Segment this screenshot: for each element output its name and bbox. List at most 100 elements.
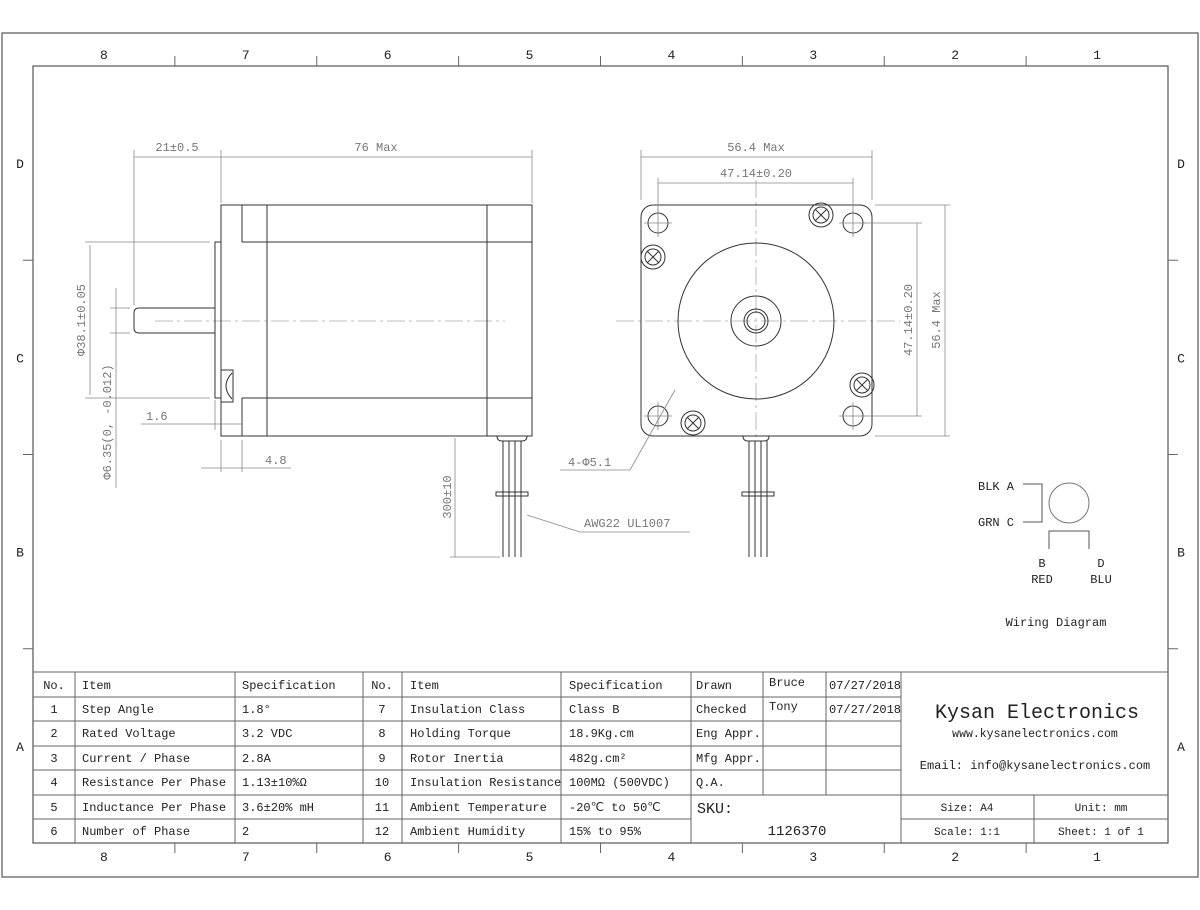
zone-row-label: D: [16, 157, 24, 172]
dim-hole-spacing-horizontal: 47.14±0.20: [720, 167, 792, 181]
dim-pilot-diameter: Φ38.1±0.05: [75, 284, 89, 356]
row-item: Insulation Class: [410, 703, 525, 717]
row-number: 1: [50, 703, 57, 717]
screw: [680, 410, 706, 436]
row-specification: 482g.cm²: [569, 752, 627, 766]
row-item: Holding Torque: [410, 727, 511, 741]
row-specification: 2.8A: [242, 752, 272, 766]
screw: [640, 244, 666, 270]
zone-row-label: A: [16, 740, 24, 755]
wire-d: D: [1097, 557, 1104, 571]
dim-hole-spacing-vertical: 47.14±0.20: [902, 284, 916, 356]
wire-a: BLK A: [978, 480, 1015, 494]
row-specification: Class B: [569, 703, 619, 717]
row-number: 10: [375, 776, 389, 790]
zone-column-label: 7: [242, 48, 250, 63]
approval-name: Bruce: [769, 676, 805, 690]
zone-row-label: B: [16, 546, 24, 561]
dim-mounting-holes: 4-Φ5.1: [568, 456, 611, 470]
zone-row-label: C: [1177, 351, 1185, 366]
zone-ticks: [23, 56, 1178, 853]
zone-row-label: D: [1177, 157, 1185, 172]
zone-column-label: 2: [951, 48, 959, 63]
screw: [849, 372, 875, 398]
row-number: 8: [378, 727, 385, 741]
wire-c: GRN C: [978, 516, 1014, 530]
zone-column-label: 3: [809, 48, 817, 63]
row-item: Insulation Resistance: [410, 776, 561, 790]
wire-b-color: RED: [1031, 573, 1053, 587]
zone-row-label: A: [1177, 740, 1185, 755]
zone-column-label: 3: [809, 850, 817, 865]
header-specification: Specification: [242, 679, 336, 693]
dim-shaft-diameter: Φ6.35(0, -0.012): [101, 364, 115, 479]
zone-column-label: 4: [668, 850, 676, 865]
zone-column-label: 6: [384, 850, 392, 865]
row-specification: 15% to 95%: [569, 825, 642, 839]
header-no: No.: [371, 679, 393, 693]
row-item: Number of Phase: [82, 825, 190, 839]
dim-width: 56.4 Max: [727, 141, 785, 155]
row-item: Resistance Per Phase: [82, 776, 226, 790]
zone-column-label: 1: [1093, 850, 1101, 865]
zone-column-label: 2: [951, 850, 959, 865]
row-number: 4: [50, 776, 57, 790]
row-number: 7: [378, 703, 385, 717]
row-number: 5: [50, 801, 57, 815]
row-number: 9: [378, 752, 385, 766]
wiring-diagram: BLK A GRN C B RED D BLU Wiring Diagram: [978, 480, 1112, 630]
approval-role: Checked: [696, 703, 746, 717]
row-specification: 1.13±10%Ω: [242, 776, 307, 790]
wire-d-color: BLU: [1090, 573, 1112, 587]
row-specification: 18.9Kg.cm: [569, 727, 634, 741]
dim-flange: 4.8: [265, 454, 287, 468]
sku-label: SKU:: [697, 801, 733, 818]
dim-height: 56.4 Max: [930, 291, 944, 349]
approval-role: Eng Appr.: [696, 727, 761, 741]
dim-shaft-length: 21±0.5: [155, 141, 198, 155]
row-number: 2: [50, 727, 57, 741]
approval-role: Mfg Appr.: [696, 752, 761, 766]
approval-date: 07/27/2018: [829, 679, 901, 693]
row-item: Ambient Humidity: [410, 825, 525, 839]
row-number: 3: [50, 752, 57, 766]
zone-column-label: 5: [526, 48, 534, 63]
approval-name: Tony: [769, 700, 798, 714]
screw: [808, 202, 834, 228]
title-block: Kysan Electronics www.kysanelectronics.c…: [697, 702, 1150, 840]
header-item: Item: [410, 679, 439, 693]
header-specification: Specification: [569, 679, 663, 693]
sku-value: 1126370: [768, 824, 827, 840]
zone-row-label: B: [1177, 546, 1185, 561]
zone-column-label: 5: [526, 850, 534, 865]
row-item: Step Angle: [82, 703, 154, 717]
zone-column-label: 8: [100, 48, 108, 63]
row-number: 11: [375, 801, 389, 815]
row-number: 6: [50, 825, 57, 839]
zone-column-label: 8: [100, 850, 108, 865]
outer-frame: [1, 32, 1199, 878]
row-specification: 3.6±20% mH: [242, 801, 314, 815]
row-item: Inductance Per Phase: [82, 801, 226, 815]
header-item: Item: [82, 679, 111, 693]
row-item: Current / Phase: [82, 752, 190, 766]
units: Unit: mm: [1075, 803, 1128, 815]
dim-lead-length: 300±10: [441, 475, 455, 518]
row-item: Ambient Temperature: [410, 801, 547, 815]
sheet-number: Sheet: 1 of 1: [1058, 827, 1144, 839]
row-specification: 1.8°: [242, 703, 271, 717]
wire-label: AWG22 UL1007: [584, 517, 670, 531]
row-specification: 3.2 VDC: [242, 727, 292, 741]
zone-column-label: 7: [242, 850, 250, 865]
scale: Scale: 1:1: [934, 827, 1000, 839]
zone-column-label: 4: [668, 48, 676, 63]
row-item: Rated Voltage: [82, 727, 176, 741]
dim-body-length: 76 Max: [354, 141, 397, 155]
side-view: 21±0.5 76 Max Φ38.1±0.05 Φ6.35(0, -0.012…: [75, 141, 690, 558]
company-website: www.kysanelectronics.com: [952, 728, 1118, 741]
zone-column-label: 6: [384, 48, 392, 63]
row-number: 12: [375, 825, 389, 839]
